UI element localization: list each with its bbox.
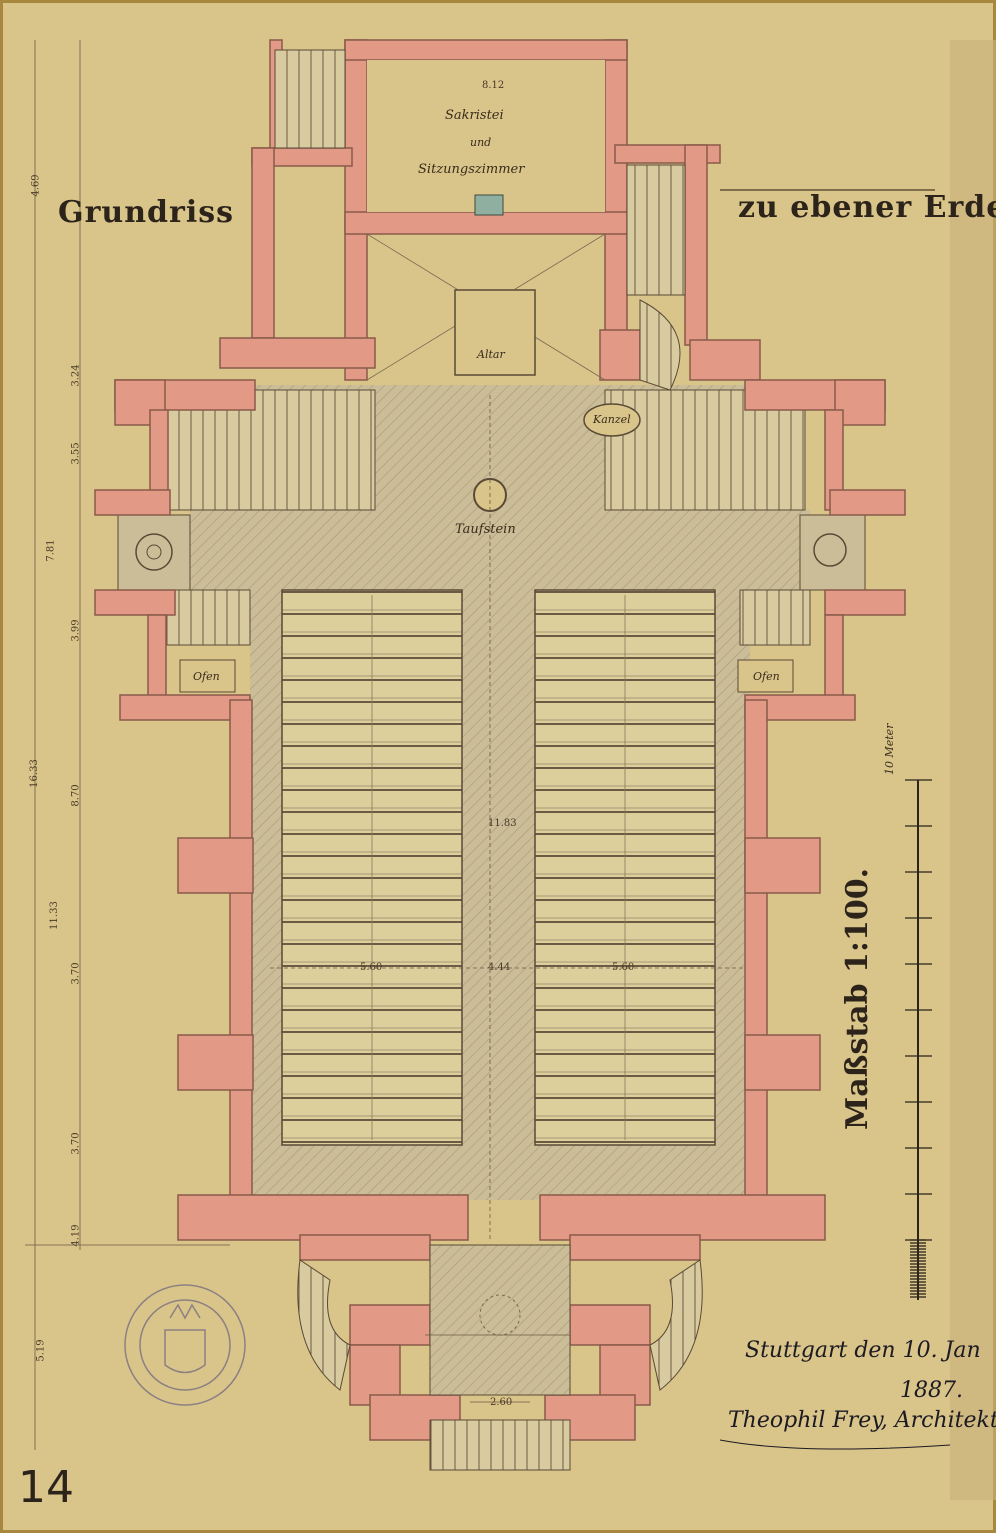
entrance-steps	[429, 1419, 571, 1471]
signature-line2: 1887.	[900, 1378, 963, 1403]
spiral-stair-right	[649, 1259, 703, 1391]
dim-left-5: 3.99	[70, 619, 82, 642]
stove-right	[737, 659, 794, 693]
dim-interior-0: 5.60	[360, 962, 383, 973]
dim-left-4: 7.81	[45, 539, 57, 562]
dim-left-2: 3.24	[70, 364, 82, 387]
rosette-right	[813, 533, 847, 567]
spiral-stair-left	[297, 1259, 351, 1391]
signature-line3: Theophil Frey, Architekt	[728, 1408, 996, 1433]
dim-left-3: 3.55	[70, 442, 82, 465]
seal-stamp	[124, 1284, 246, 1406]
dim-interior-4: 2.60	[490, 1397, 513, 1408]
scale-bar	[905, 779, 932, 1300]
dim-left-8: 11.33	[48, 901, 60, 930]
walls	[94, 39, 906, 1441]
dim-interior-1: 4.44	[488, 962, 511, 973]
title-right: zu ebener Erde	[738, 190, 996, 225]
window-sacristy	[474, 194, 504, 216]
rosette-left	[135, 533, 173, 571]
room-label-stove-right: Ofen	[753, 670, 780, 683]
dim-sacristy: 8.12	[482, 80, 505, 91]
scale-label: Maßstab 1:100.	[840, 867, 875, 1130]
room-label-altar: Altar	[477, 348, 505, 361]
dim-left-9: 3.70	[70, 962, 82, 985]
room-label-stove-left: Ofen	[193, 670, 220, 683]
room-label-sacristy-3: Sitzungszimmer	[418, 162, 525, 177]
dim-left-7: 8.70	[70, 784, 82, 807]
dim-interior-2: 5.60	[612, 962, 635, 973]
altar-block	[454, 289, 536, 376]
room-label-sacristy-2: und	[470, 136, 492, 149]
sheet-number: 14	[18, 1462, 74, 1513]
stove-left	[179, 659, 236, 693]
dim-interior-3: 11.83	[488, 818, 517, 829]
dim-left-6: 16.33	[28, 759, 40, 788]
crossing-floor	[190, 510, 810, 590]
scale-unit: 10 Meter	[883, 723, 896, 775]
pulpit	[583, 403, 641, 437]
dim-left-11: 4.19	[70, 1224, 82, 1247]
dim-left-0: 5.19	[35, 1339, 47, 1362]
room-label-font: Taufstein	[455, 522, 516, 537]
dim-left-1: 4.69	[30, 174, 42, 197]
room-label-sacristy-1: Sakristei	[445, 108, 504, 123]
signature-line1: Stuttgart den 10. Jan	[745, 1338, 981, 1363]
title-left: Grundriss	[58, 195, 235, 230]
entrance-hall	[429, 1244, 571, 1396]
dim-left-10: 3.70	[70, 1132, 82, 1155]
room-label-pulpit: Kanzel	[593, 413, 631, 426]
